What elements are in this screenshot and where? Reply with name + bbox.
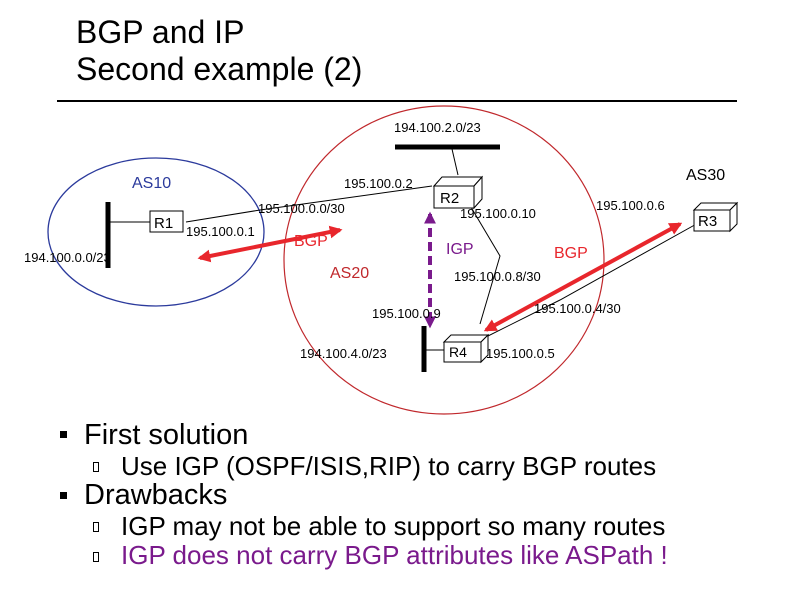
router-r3: R3 <box>692 201 739 233</box>
addr-r2-r1-side: 195.100.0.2 <box>344 176 413 191</box>
router-r4: R4 <box>442 333 490 364</box>
addr-as10-lan: 194.100.0.0/23 <box>24 250 111 265</box>
bgp-arrow-r1-r2 <box>197 225 343 263</box>
link-r2-toplan <box>451 148 459 176</box>
as10-label: AS10 <box>132 175 171 192</box>
address-labels: 194.100.2.0/23 195.100.0.2 195.100.0.0/3… <box>24 120 665 361</box>
addr-r4-r3-link: 195.100.0.4/30 <box>534 301 621 316</box>
router-r3-label: R3 <box>698 213 717 230</box>
sub-bullet-icon <box>93 462 99 472</box>
title-line-1: BGP and IP <box>76 14 245 50</box>
bullet-square-icon <box>60 431 67 438</box>
addr-top-lan: 194.100.2.0/23 <box>394 120 481 135</box>
sub-bullet-drawback-2: IGP does not carry BGP attributes like A… <box>121 540 668 570</box>
addr-r3-if: 195.100.0.6 <box>596 198 665 213</box>
title-underline <box>57 100 737 102</box>
sub-bullet-use-igp: Use IGP (OSPF/ISIS,RIP) to carry BGP rou… <box>121 451 657 481</box>
router-r4-label: R4 <box>449 344 467 360</box>
bgp-arrow-r4-r3 <box>483 222 683 332</box>
addr-r1-r2-link: 195.100.0.0/30 <box>258 201 345 216</box>
sub-bullet-drawback-1: IGP may not be able to support so many r… <box>121 511 666 541</box>
addr-r2-r4-side: 195.100.0.10 <box>460 206 536 221</box>
title-line-2: Second example (2) <box>76 51 363 87</box>
slide-title: BGP and IP Second example (2) <box>76 14 362 88</box>
addr-r1-if: 195.100.0.1 <box>186 224 255 239</box>
addr-bottom-lan: 194.100.4.0/23 <box>300 346 387 361</box>
bgp-right-label: BGP <box>554 245 588 262</box>
router-r1-label: R1 <box>154 215 173 232</box>
addr-r4-r2-side: 195.100.0.9 <box>372 306 441 321</box>
addr-r2-r4-link: 195.100.0.8/30 <box>454 269 541 284</box>
bullet-first-solution: First solution <box>84 419 249 451</box>
router-r2: R2 <box>432 175 484 210</box>
bullet-square-icon <box>60 492 67 499</box>
sub-bullet-icon <box>93 552 99 562</box>
router-r1: R1 <box>149 210 184 233</box>
sub-bullet-icon <box>93 522 99 532</box>
bullet-drawbacks: Drawbacks <box>84 479 228 511</box>
router-r2-label: R2 <box>440 190 459 207</box>
addr-r4-if: 195.100.0.5 <box>486 346 555 361</box>
link-r1-r2 <box>185 185 433 223</box>
as30-label: AS30 <box>686 167 725 184</box>
as20-label: AS20 <box>330 265 369 282</box>
igp-label: IGP <box>446 241 474 258</box>
bgp-left-label: BGP <box>294 233 328 250</box>
